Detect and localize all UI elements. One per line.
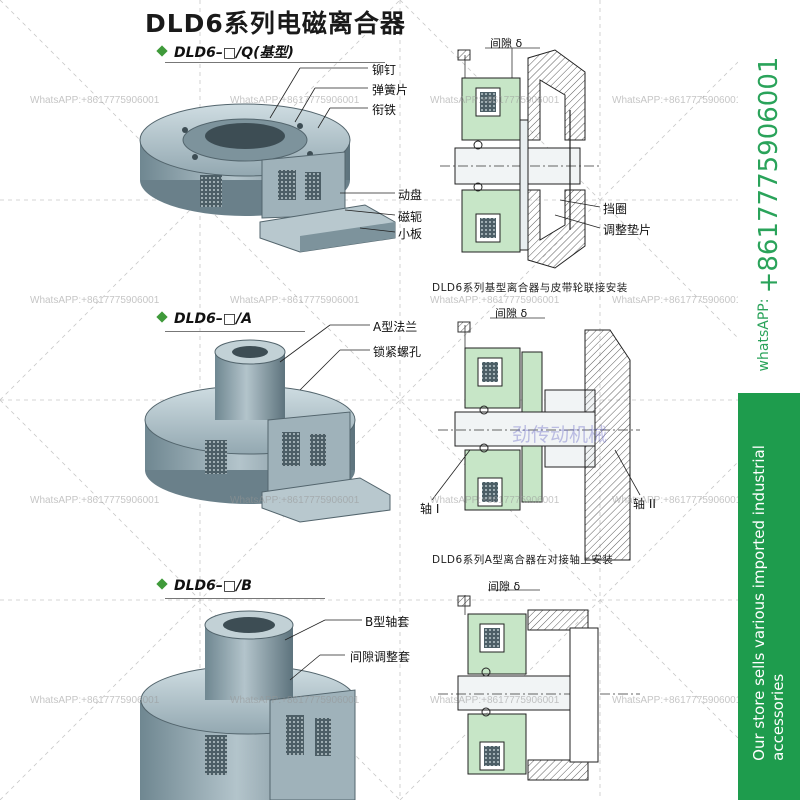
watermark: WhatsAPP:+8617775906001 [612,295,738,306]
callout-shim: 调整垫片 [603,223,652,237]
callout-spring-plate: 弹簧片 [372,83,409,97]
caption-section-1: DLD6系列基型离合器与皮带轮联接安装 [432,282,628,294]
sidebar-whatsapp-label: whatsAPP: [756,298,772,372]
clutch-drawings [139,47,641,800]
watermark: WhatsAPP:+8617775906001 [430,95,560,106]
watermark: WhatsAPP:+8617775906001 [430,695,560,706]
sidebar-phone: +8617775906001 [754,56,784,294]
clutch-3d-a [144,339,391,523]
sidebar-store-note: Our store sells various imported industr… [750,445,788,761]
watermark: WhatsAPP:+8617775906001 [230,295,360,306]
watermark: WhatsAPP:+8617775906001 [430,295,560,306]
watermark: WhatsAPP:+8617775906001 [230,495,360,506]
section-3-heading: DLD6–□/B [156,578,252,594]
callout-rivet: 铆钉 [372,63,397,77]
watermark: WhatsAPP:+8617775906001 [30,695,160,706]
callout-retaining-ring: 挡圈 [603,202,628,216]
gap-label-3: 间隙 δ [488,580,521,593]
section-3-rule [165,598,325,599]
store-watermark: 劲传动机械 [512,424,608,446]
clutch-3d-b [140,610,356,800]
callout-a-flange: A型法兰 [373,320,418,334]
contact-sidebar: +8617775906001 whatsAPP: Our store sells… [738,0,800,800]
section-2-rule [165,331,305,332]
callout-small-plate: 小板 [398,227,423,241]
clutch-3d-q [139,103,396,253]
callout-armature: 衔铁 [372,103,397,117]
callout-moving-disc: 动盘 [398,188,423,202]
section-1-model: DLD6–□/Q(基型) [174,45,294,61]
callout-gap-adjust-sleeve: 间隙调整套 [350,650,411,664]
watermark: WhatsAPP:+8617775906001 [612,495,738,506]
section-2-model: DLD6–□/A [174,311,253,327]
section-1-heading: DLD6–□/Q(基型) [156,42,294,62]
section-3-model: DLD6–□/B [174,578,252,594]
section-1-rule [165,62,385,63]
cross-section-butt-shafts [438,317,640,561]
watermark: WhatsAPP:+8617775906001 [430,495,560,506]
sidebar-note-line-1: Our store sells various imported industr… [750,445,768,761]
cross-section-b-type [438,589,640,781]
watermark: WhatsAPP:+8617775906001 [230,95,360,106]
watermark: WhatsAPP:+8617775906001 [30,295,160,306]
caption-section-2: DLD6系列A型离合器在对接轴上安装 [432,554,614,566]
callout-b-sleeve: B型轴套 [365,615,410,629]
cross-section-pulley [440,47,600,269]
section-2-heading: DLD6–□/A [156,311,253,327]
sidebar-note-line-2: accessories [769,673,787,761]
gap-label-2: 间隙 δ [495,307,528,320]
gap-label-1: 间隙 δ [490,37,523,50]
diagram-sheet: DLD6系列电磁离合器 DLD6–□/Q(基型) DLD6–□/A DLD6–□… [0,0,738,800]
label-shaft-1: 轴 I [420,502,440,516]
callout-yoke: 磁轭 [398,210,423,224]
sidebar-green-panel: Our store sells various imported industr… [738,393,800,800]
watermark: WhatsAPP:+8617775906001 [612,695,738,706]
watermark: WhatsAPP:+8617775906001 [612,95,738,106]
watermark: WhatsAPP:+8617775906001 [30,95,160,106]
label-shaft-2: 轴 II [633,497,656,511]
callout-lock-screw-hole: 锁紧螺孔 [373,345,422,359]
watermark: WhatsAPP:+8617775906001 [30,495,160,506]
page-title: DLD6系列电磁离合器 [145,9,406,38]
watermark: WhatsAPP:+8617775906001 [230,695,360,706]
